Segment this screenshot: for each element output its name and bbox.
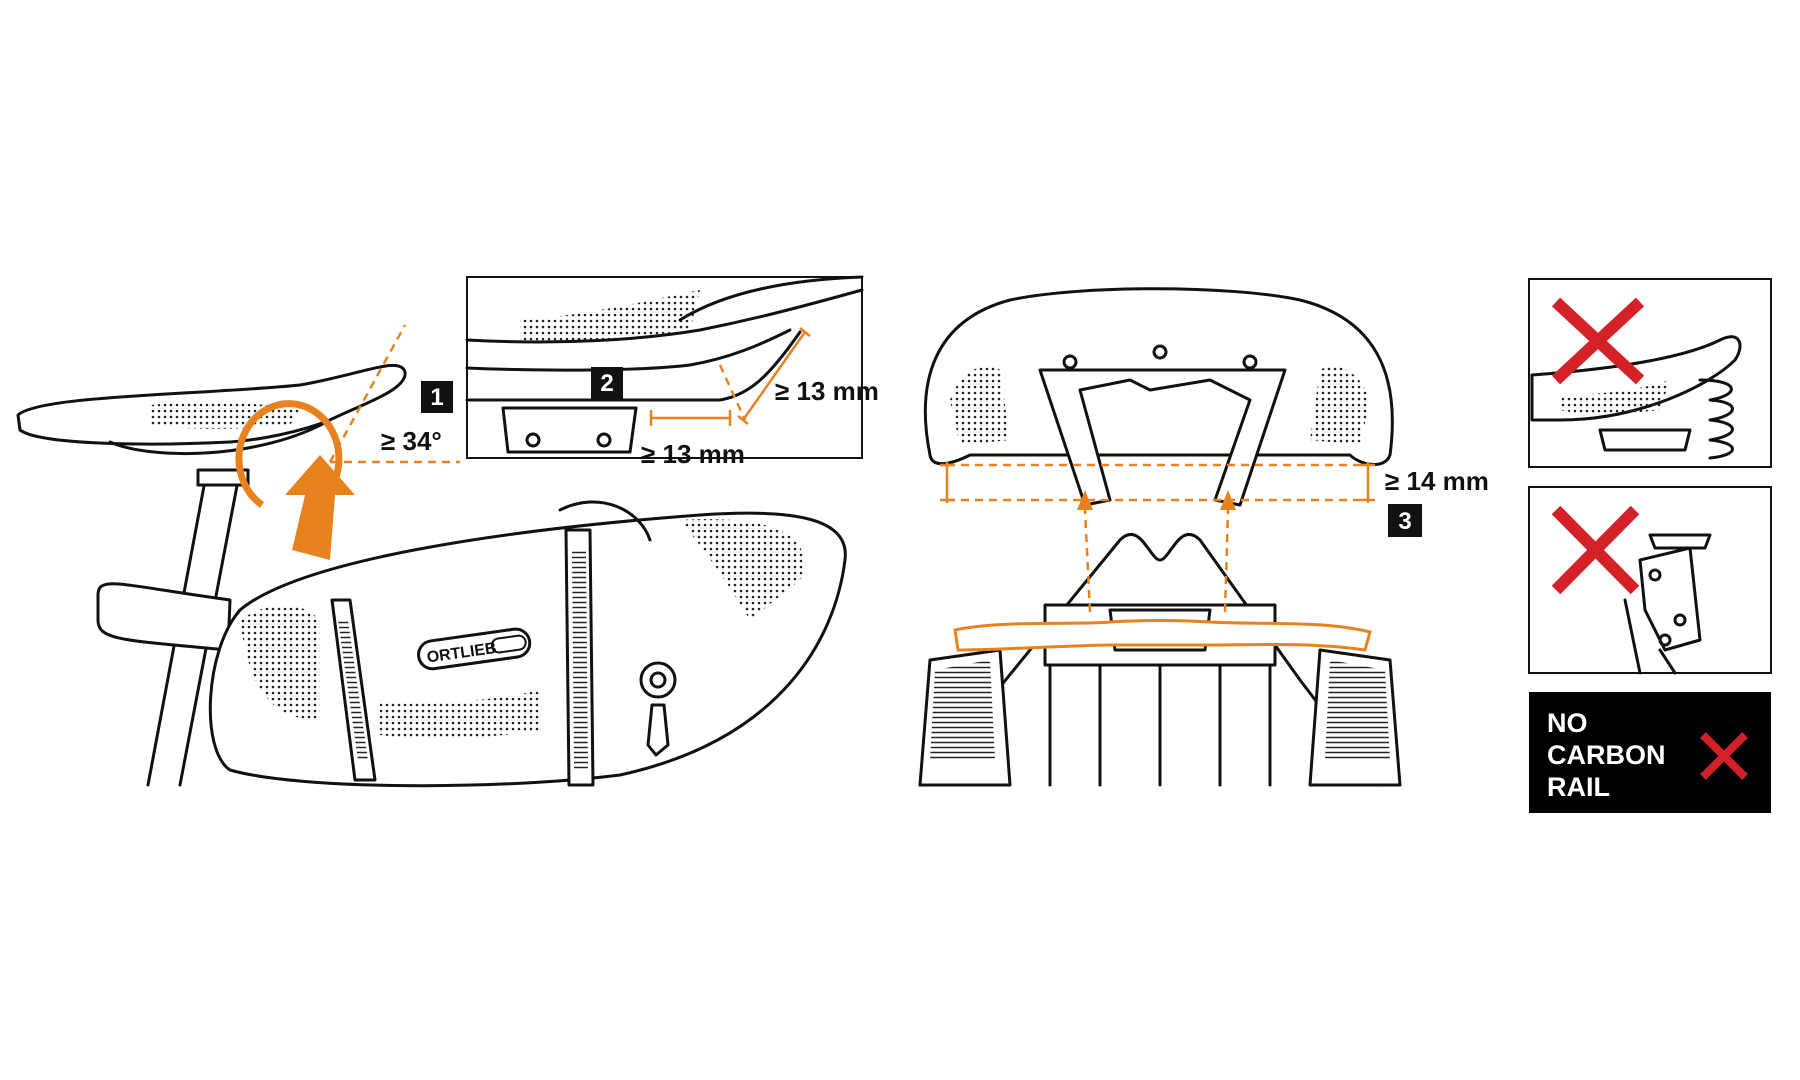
step1-saddle-and-bag: ORTLIEB [16,363,847,788]
angle-label: ≥ 34° [381,426,442,456]
step1-number: 1 [430,384,443,411]
cross-icon [1551,297,1645,385]
warning-suspension-seatpost [1528,486,1772,675]
step3-badge: 3 [1388,504,1422,537]
step2-inset [465,275,864,459]
cross-icon [1700,732,1748,780]
no-carbon-text-line1: NO [1547,708,1588,738]
step2-badge: 2 [591,367,623,399]
no-carbon-text-line2: CARBON [1547,740,1666,770]
ortlieb-logo: ORTLIEB [417,627,532,671]
warning-no-carbon-rail: NO CARBON RAIL [1529,692,1771,813]
step1-badge: 1 [421,381,453,413]
horizontal-clearance-label: ≥ 13 mm [641,439,745,469]
rail-length-label: ≥ 14 mm [1385,466,1489,496]
warning-suspension-saddle [1528,278,1772,468]
step3-number: 3 [1398,508,1411,535]
no-carbon-text-line3: RAIL [1547,772,1610,802]
step3-rear-view [918,287,1402,787]
step2-number: 2 [600,370,613,397]
cross-icon [1551,505,1640,595]
step1-angle-indicator [235,324,460,560]
lift-arrow-icon [285,455,355,560]
vertical-clearance-label: ≥ 13 mm [775,376,879,406]
